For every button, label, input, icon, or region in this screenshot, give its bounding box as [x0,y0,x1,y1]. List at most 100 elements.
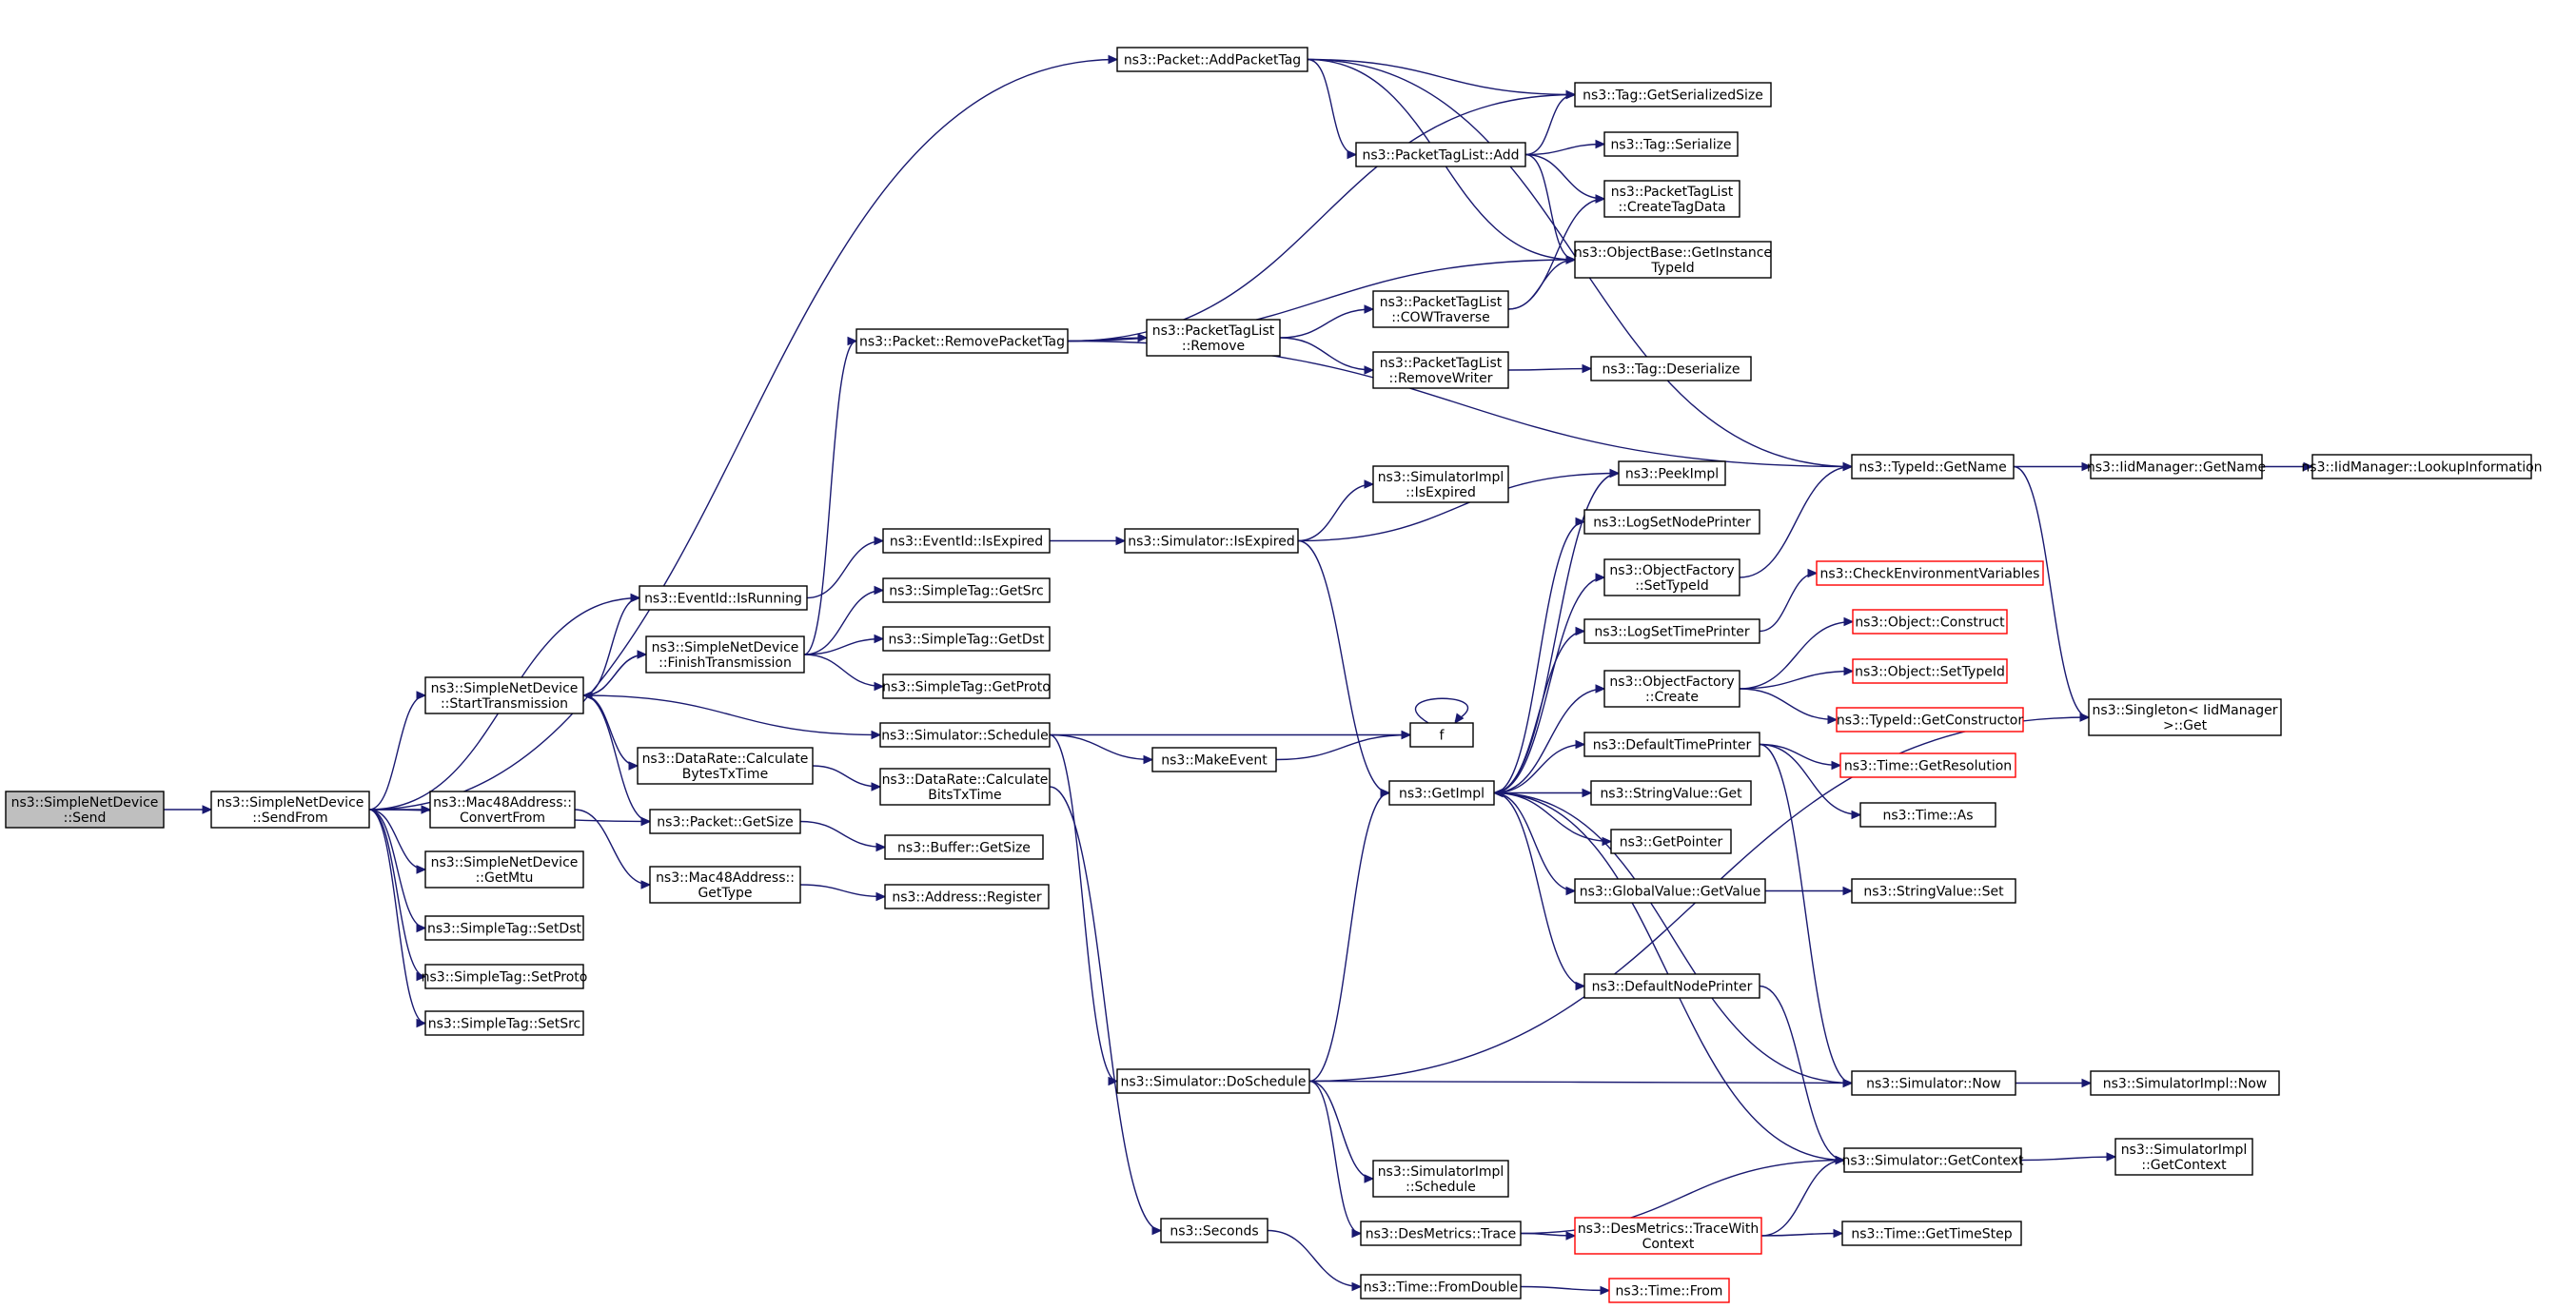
node-label: ns3::Address::Register [892,890,1042,906]
node-label: ns3::GetPointer [1620,835,1723,850]
node-strval-set[interactable]: ns3::StringValue::Set [1851,878,2016,904]
node-tag-getsersize[interactable]: ns3::Tag::GetSerializedSize [1574,82,1772,107]
node-iidmgr-getname[interactable]: ns3::IidManager::GetName [2087,454,2266,479]
node-typeid-getctor[interactable]: ns3::TypeId::GetConstructor [1836,707,2024,733]
node-fromdouble[interactable]: ns3::Time::FromDouble [1360,1274,1522,1299]
node-strval-get[interactable]: ns3::StringValue::Get [1590,780,1752,806]
edge-send-to-sendfrom [164,805,213,814]
node-ptl-add[interactable]: ns3::PacketTagList::Add [1355,142,1526,167]
node-ptl-cow[interactable]: ns3::PacketTagList::COWTraverse [1372,290,1509,328]
edge-calcbits-to-seconds [1049,786,1163,1236]
node-addr-register[interactable]: ns3::Address::Register [884,884,1050,909]
edge-doschedule-to-sim-now [1308,1078,1854,1088]
node-setproto[interactable]: ns3::SimpleTag::SetProto [422,964,588,989]
node-of-settypeid[interactable]: ns3::ObjectFactory::SetTypeId [1603,558,1740,596]
node-isrunning[interactable]: ns3::EventId::IsRunning [639,585,808,611]
node-f[interactable]: f [1409,722,1474,748]
node-obj-construct[interactable]: ns3::Object::Construct [1852,609,2008,635]
node-label: ns3::ObjectFactory [1609,674,1734,690]
node-gv-getvalue[interactable]: ns3::GlobalValue::GetValue [1574,878,1766,904]
node-send[interactable]: ns3::SimpleNetDevice::Send [5,791,165,829]
node-starttransmission[interactable]: ns3::SimpleNetDevice::StartTransmission [424,676,584,714]
node-sendfrom[interactable]: ns3::SimpleNetDevice::SendFrom [210,791,370,829]
node-tag-serialize[interactable]: ns3::Tag::Serialize [1603,131,1739,157]
node-box [1590,780,1752,806]
node-checkenv[interactable]: ns3::CheckEnvironmentVariables [1816,560,2044,586]
node-label: ns3::Tag::GetSerializedSize [1583,88,1763,104]
node-sim-getcontext[interactable]: ns3::Simulator::GetContext [1841,1147,2024,1173]
node-schedule[interactable]: ns3::Simulator::Schedule [879,722,1051,748]
node-ptl-remove[interactable]: ns3::PacketTagList::Remove [1146,319,1281,357]
node-lognodeprinter[interactable]: ns3::LogSetNodePrinter [1583,509,1760,535]
node-gettype48[interactable]: ns3::Mac48Address::GetType [649,866,801,904]
node-defnodeprinter[interactable]: ns3::DefaultNodePrinter [1583,973,1760,999]
edge-makeevent-to-f [1275,730,1412,761]
node-peekimpl[interactable]: ns3::PeekImpl [1618,460,1726,486]
node-singleton-get[interactable]: ns3::Singleton< IidManager >::Get [2088,698,2282,736]
node-box [2114,1138,2253,1176]
node-time-getres[interactable]: ns3::Time::GetResolution [1839,752,2016,778]
node-box [1574,878,1766,904]
node-makeevent[interactable]: ns3::MakeEvent [1151,747,1277,772]
node-obj-settypeid[interactable]: ns3::Object::SetTypeId [1852,658,2008,684]
node-box [429,791,576,829]
node-iidmgr-lookup[interactable]: ns3::IidManager::LookupInformation [2301,454,2543,479]
node-label: ::IsExpired [1406,485,1476,500]
node-getimpl[interactable]: ns3::GetImpl [1388,780,1495,806]
node-label: ns3::Tag::Deserialize [1603,362,1740,378]
node-isexpired-ev[interactable]: ns3::EventId::IsExpired [882,528,1051,554]
node-label: ns3::LogSetTimePrinter [1594,625,1750,640]
node-addpackettag[interactable]: ns3::Packet::AddPacketTag [1116,47,1308,72]
node-box [882,674,1051,699]
node-buf-getsize[interactable]: ns3::Buffer::GetSize [884,834,1044,860]
node-logtimeprinter[interactable]: ns3::LogSetTimePrinter [1583,618,1760,644]
node-typeid-getname[interactable]: ns3::TypeId::GetName [1851,454,2015,479]
node-setsrc[interactable]: ns3::SimpleTag::SetSrc [424,1010,584,1036]
node-ptl-createtagdata[interactable]: ns3::PacketTagList::CreateTagData [1603,180,1740,218]
edge-sendfrom-to-getmtu [368,809,427,874]
node-desmetrics-trace[interactable]: ns3::DesMetrics::Trace [1360,1221,1522,1246]
node-getsize[interactable]: ns3::Packet::GetSize [649,809,801,834]
node-box [2090,454,2263,479]
node-simimpl-schedule[interactable]: ns3::SimulatorImpl::Schedule [1372,1160,1509,1198]
edge-schedule-to-doschedule [1049,733,1119,1086]
edge-deftimeprinter-to-time-as [1759,743,1862,820]
node-time-gettimestep[interactable]: ns3::Time::GetTimeStep [1841,1221,2022,1246]
node-time-as[interactable]: ns3::Time::As [1859,802,1996,828]
node-label: ::GetContext [2141,1158,2227,1173]
node-simimpl-now[interactable]: ns3::SimulatorImpl::Now [2090,1070,2280,1096]
node-sim-now[interactable]: ns3::Simulator::Now [1851,1070,2016,1096]
node-getmtu[interactable]: ns3::SimpleNetDevice::GetMtu [424,850,584,889]
node-simimpl-isexpired[interactable]: ns3::SimulatorImpl::IsExpired [1372,465,1509,503]
node-getsrc[interactable]: ns3::SimpleTag::GetSrc [882,577,1051,603]
node-time-from[interactable]: ns3::Time::From [1608,1278,1730,1303]
node-convertfrom[interactable]: ns3::Mac48Address::ConvertFrom [429,791,576,829]
node-sim-isexpired[interactable]: ns3::Simulator::IsExpired [1124,528,1299,554]
edge-isexpired-ev-to-sim-isexpired [1049,536,1127,546]
node-deftimeprinter[interactable]: ns3::DefaultTimePrinter [1583,732,1760,757]
node-label: ns3::Mac48Address:: [656,870,795,886]
node-ptl-rmw[interactable]: ns3::PacketTagList::RemoveWriter [1372,351,1509,389]
node-doschedule[interactable]: ns3::Simulator::DoSchedule [1116,1068,1310,1094]
edge-getsize-to-buf-getsize [799,820,887,852]
node-getproto[interactable]: ns3::SimpleTag::GetProto [882,674,1051,699]
node-of-create[interactable]: ns3::ObjectFactory::Create [1603,670,1740,708]
node-tag-deserialize[interactable]: ns3::Tag::Deserialize [1590,356,1752,381]
edge-starttransmission-to-calcbytes [582,694,639,771]
node-simimpl-getcontext[interactable]: ns3::SimulatorImpl::GetContext [2114,1138,2253,1176]
node-box [1160,1218,1268,1243]
node-getpointer[interactable]: ns3::GetPointer [1610,829,1732,854]
node-seconds[interactable]: ns3::Seconds [1160,1218,1268,1243]
node-getdst[interactable]: ns3::SimpleTag::GetDst [882,626,1051,652]
node-finishtransmission[interactable]: ns3::SimpleNetDevice::FinishTransmission [645,635,805,674]
node-setdst[interactable]: ns3::SimpleTag::SetDst [424,915,584,941]
node-box [424,850,584,889]
node-label: ns3::DesMetrics::TraceWith [1578,1221,1759,1237]
node-removepackettag[interactable]: ns3::Packet::RemovePacketTag [855,328,1069,354]
node-box [1608,1278,1730,1303]
